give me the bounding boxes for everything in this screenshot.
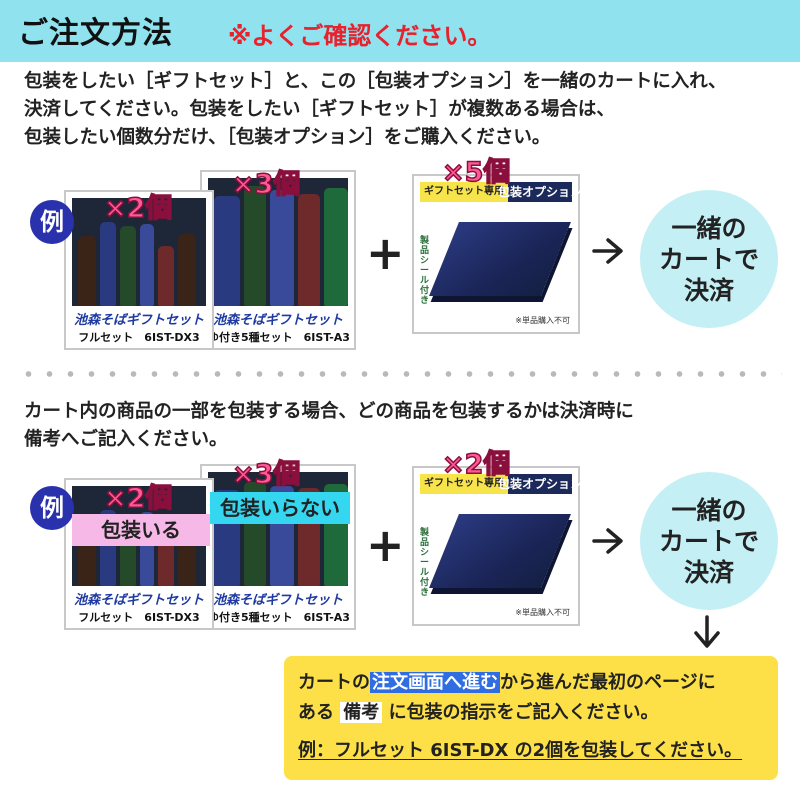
example-badge-2: 例 xyxy=(30,486,74,530)
qty-option-2: ×2個 xyxy=(441,448,511,481)
option-note: ※単品購入不可 xyxy=(515,316,570,325)
wrapping-sheet-2 xyxy=(429,514,571,588)
option-name: 包装オプション xyxy=(498,185,583,199)
instructions-line-2: ある 備考 に包装の指示をご記入ください。 xyxy=(298,702,659,723)
arrow-right-icon xyxy=(592,528,623,554)
product-dx-model-2: フルセット 6IST-DX3 xyxy=(78,611,200,624)
section2-line-2: 備考へご記入ください。 xyxy=(24,429,228,450)
wrap-option-box: ギフトセット専用 包装オプション 製品シール付き ※単品購入不可 xyxy=(412,174,583,334)
wrapping-sheet xyxy=(429,222,571,296)
option-tag: ギフトセット専用 xyxy=(420,182,508,202)
qty-option: ×5個 xyxy=(441,156,511,189)
product-dx-box: 池森そばギフトセット フルセット 6IST-DX3 xyxy=(64,190,214,350)
header-banner: ご注文方法 ※よくご確認ください。 xyxy=(0,0,800,62)
qty-a3-2: ×3個 xyxy=(231,458,301,491)
qty-a3: ×3個 xyxy=(231,168,301,201)
qty-dx-2: ×2個 xyxy=(103,482,173,515)
qty-dx: ×2個 xyxy=(103,192,173,225)
intro-line-3: 包装したい個数分だけ、［包装オプション］をご購入ください。 xyxy=(24,127,551,148)
option-seal-2: 製品シール付き xyxy=(420,528,430,598)
product-dx-image xyxy=(72,198,206,306)
product-dx-brand: 池森そばギフトセット xyxy=(73,313,204,328)
option-name-2: 包装オプション xyxy=(498,477,583,491)
instructions-example: 例：フルセット 6IST-DX の2個を包装してください。 xyxy=(298,740,743,761)
section2-line-1: カート内の商品の一部を包装する場合、どの商品を包装するかは決済時に xyxy=(24,401,634,422)
arrow-down-icon xyxy=(694,615,720,648)
product-a3-model: ゆ付き5種セット 6IST-A3 xyxy=(208,331,350,344)
product-a3-model-2: ゆ付き5種セット 6IST-A3 xyxy=(208,611,350,624)
wrap-needed-badge: 包装いる xyxy=(72,514,210,546)
product-dx-brand-2: 池森そばギフトセット xyxy=(73,593,204,608)
product-a3-box-2: 池森そばギフトセット ゆ付き5種セット 6IST-A3 xyxy=(200,464,356,630)
wrap-option-box-2: ギフトセット専用 包装オプション 製品シール付き ※単品購入不可 xyxy=(412,466,583,626)
product-a3-image xyxy=(208,178,348,306)
instructions-line-1: カートの注文画面へ進むから進んだ最初のページに xyxy=(298,672,716,693)
dotted-divider xyxy=(18,371,782,377)
arrow-right-icon xyxy=(592,238,623,264)
remarks-field-label: 備考 xyxy=(340,702,383,723)
wrap-not-needed-badge: 包装いらない xyxy=(210,492,350,524)
proceed-to-order-link[interactable]: 注文画面へ進む xyxy=(370,672,500,693)
option-tag-2: ギフトセット専用 xyxy=(420,474,508,494)
product-a3-brand: 池森そばギフトセット xyxy=(212,313,343,328)
product-a3-box: 池森そばギフトセット ゆ付き5種セット 6IST-A3 xyxy=(200,170,356,350)
checkout-together-circle: 一緒の カートで 決済 xyxy=(640,190,778,328)
plus-sign: + xyxy=(366,226,405,280)
product-a3-brand-2: 池森そばギフトセット xyxy=(212,593,343,608)
example-badge: 例 xyxy=(30,200,74,244)
intro-line-1: 包装をしたい［ギフトセット］と、この［包装オプション］を一緒のカートに入れ、 xyxy=(24,71,727,92)
instructions-panel: カートの注文画面へ進むから進んだ最初のページに ある 備考 に包装の指示をご記入… xyxy=(284,656,778,780)
checkout-together-circle-2: 一緒の カートで 決済 xyxy=(640,472,778,610)
option-seal: 製品シール付き xyxy=(420,236,430,306)
page-title: ご注文方法 xyxy=(18,16,173,51)
confirm-note: ※よくご確認ください。 xyxy=(228,22,492,50)
plus-sign-2: + xyxy=(366,518,405,572)
product-dx-model: フルセット 6IST-DX3 xyxy=(78,331,200,344)
intro-line-2: 決済してください。包装をしたい［ギフトセット］が複数ある場合は、 xyxy=(24,99,615,120)
option-note-2: ※単品購入不可 xyxy=(515,608,570,617)
